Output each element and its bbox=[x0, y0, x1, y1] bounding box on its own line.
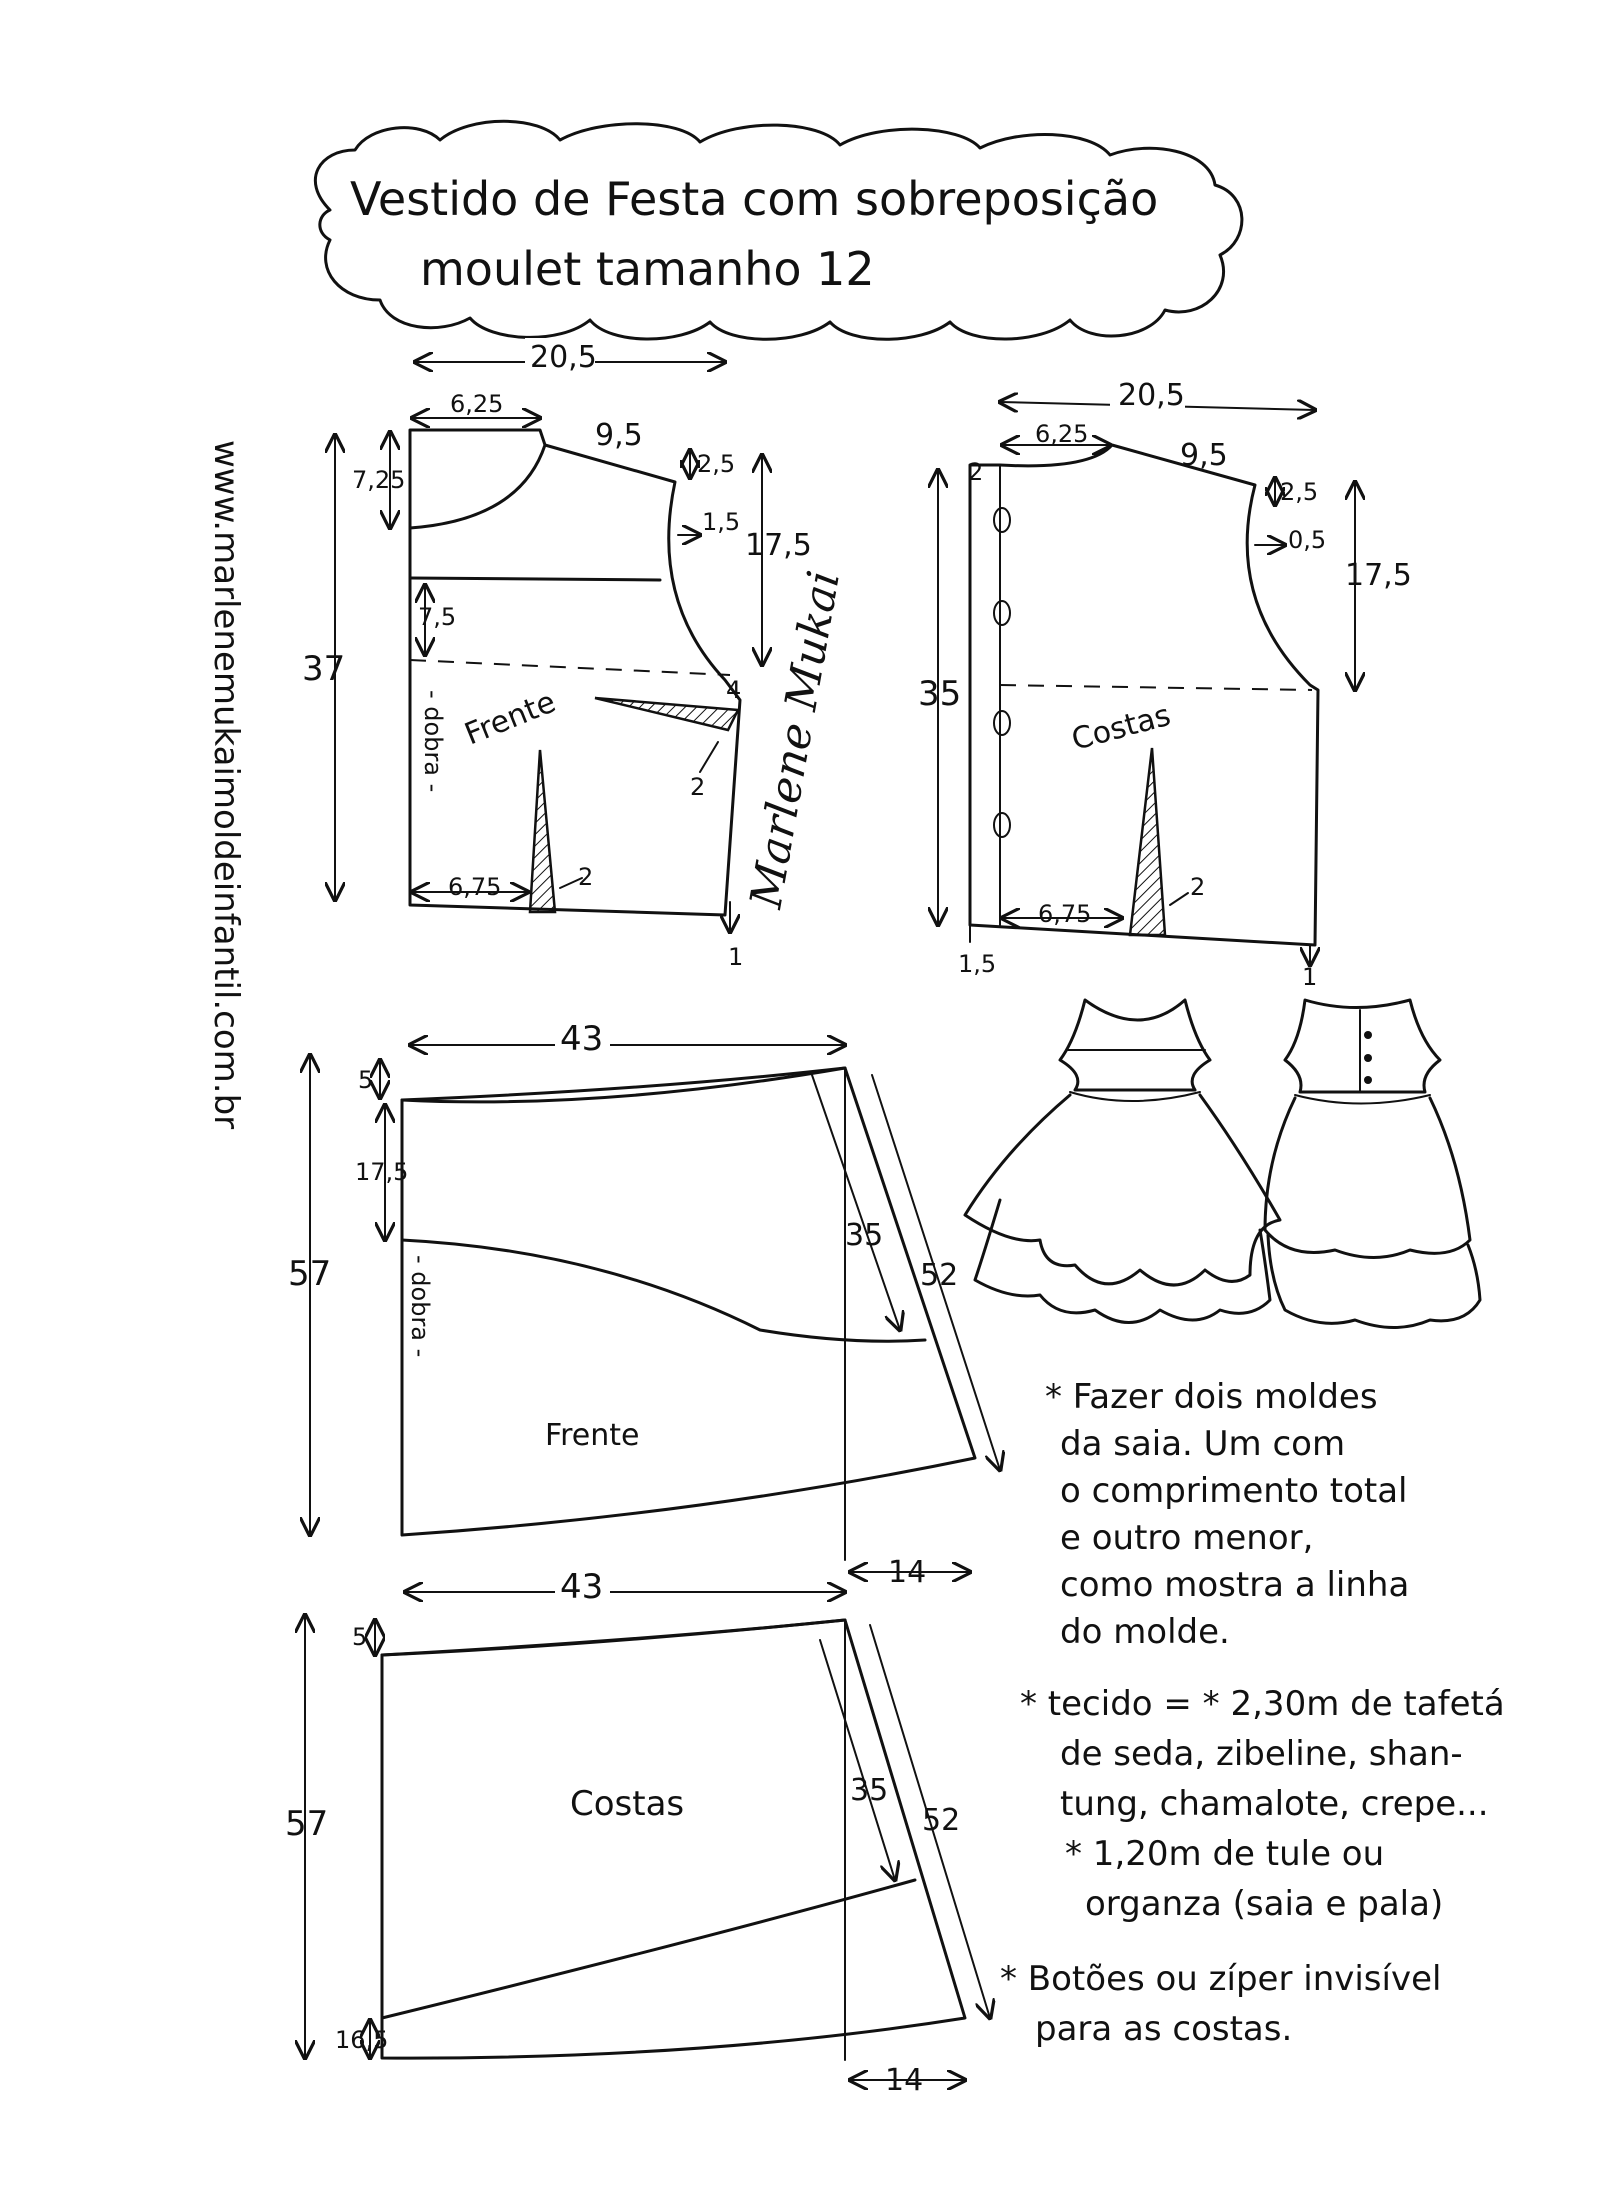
note1-line4: e outro menor, bbox=[1060, 1518, 1313, 1558]
back-dart-width-label: 2 bbox=[1190, 873, 1205, 901]
note1-line3: o comprimento total bbox=[1060, 1471, 1408, 1511]
skirt-front-outline bbox=[400, 1066, 977, 1537]
bodice-front-side-dart bbox=[594, 696, 740, 732]
button-2 bbox=[993, 600, 1011, 626]
title-cloud: Vestido de Festa com sobreposição moulet… bbox=[313, 119, 1244, 341]
back-dart-pos-label: 6,75 bbox=[1038, 900, 1091, 928]
back-button-dot-1 bbox=[1364, 1031, 1372, 1039]
front-hem-drop-label: 1 bbox=[728, 943, 743, 971]
back-width-label: 20,5 bbox=[1118, 378, 1185, 413]
notes-block: * Fazer dois moldes da saia. Um com o co… bbox=[1000, 1377, 1505, 2049]
bodice-front-waist-dart bbox=[528, 749, 557, 914]
front-shoulder-drop-label: 2,5 bbox=[697, 450, 735, 478]
bodice-back-label: Costas bbox=[1068, 698, 1174, 758]
front-yoke-label: 7,5 bbox=[418, 603, 456, 631]
back-shoulder-offset-label: 6,25 bbox=[1035, 420, 1088, 448]
title-line2: moulet tamanho 12 bbox=[420, 242, 875, 296]
dress-illustration-back bbox=[1263, 998, 1482, 1329]
skirt-front-width-label: 43 bbox=[560, 1019, 603, 1059]
skirt-back-overlay-hem bbox=[380, 1878, 917, 2020]
website-url: www.marlenemukaimoldeinfantil.com.br bbox=[206, 440, 246, 1129]
skirt-front-flare-label: 14 bbox=[888, 1555, 926, 1590]
back-hem-drop-label: 1 bbox=[1302, 963, 1317, 991]
skirt-front-overlay-hem bbox=[400, 1238, 927, 1343]
skirt-front-side-short-label: 35 bbox=[845, 1218, 883, 1253]
skirt-back-flare-label: 14 bbox=[885, 2063, 923, 2098]
front-dart-width-label: 2 bbox=[578, 863, 593, 891]
bodice-back-outline bbox=[968, 443, 1320, 947]
bodice-front-pattern: 20,5 6,25 9,5 7,25 2,5 1,5 17,5 7,5 37 4… bbox=[302, 338, 812, 971]
bodice-front-waist-line bbox=[409, 659, 731, 676]
front-side-in-label: 4 bbox=[726, 676, 741, 704]
title-line1: Vestido de Festa com sobreposição bbox=[350, 172, 1158, 226]
signature: Marlene Mukai bbox=[740, 567, 850, 913]
skirt-front-overlay-label: 17,5 bbox=[355, 1158, 408, 1186]
bodice-front-fold-label: - dobra - bbox=[419, 690, 447, 792]
back-button-dot-3 bbox=[1364, 1076, 1372, 1084]
back-shoulder-drop-label: 2,5 bbox=[1280, 478, 1318, 506]
back-button-ext-label: 1,5 bbox=[958, 950, 996, 978]
note2-line1: * tecido = * 2,30m de tafetá bbox=[1020, 1684, 1505, 1724]
skirt-back-top-label: 5 bbox=[352, 1623, 367, 1651]
front-shoulder-label: 9,5 bbox=[595, 418, 643, 453]
front-dart-side-label: 2 bbox=[690, 773, 705, 801]
skirt-front-length-label: 57 bbox=[288, 1254, 331, 1294]
back-button-dot-2 bbox=[1364, 1054, 1372, 1062]
skirt-front-label: Frente bbox=[545, 1418, 639, 1453]
skirt-back-length-label: 57 bbox=[285, 1804, 328, 1844]
button-1 bbox=[993, 507, 1011, 533]
bodice-front-outline bbox=[408, 428, 742, 917]
skirt-front-waistline bbox=[400, 1066, 847, 1102]
skirt-front-side-long-label: 52 bbox=[920, 1258, 958, 1293]
note2-line4: * 1,20m de tule ou bbox=[1065, 1834, 1384, 1874]
front-dart-pos-label: 6,75 bbox=[448, 873, 501, 901]
front-neck-depth-label: 7,25 bbox=[352, 466, 405, 494]
skirt-front-top-label: 5 bbox=[358, 1066, 373, 1094]
dress-illustration-front bbox=[963, 998, 1282, 1324]
note3-line2: para as costas. bbox=[1035, 2009, 1292, 2049]
back-shoulder-label: 9,5 bbox=[1180, 438, 1228, 473]
bodice-front-yoke-line bbox=[408, 576, 662, 582]
skirt-back-side-long-label: 52 bbox=[922, 1803, 960, 1838]
bodice-front-neckline bbox=[408, 443, 547, 530]
bodice-back-pattern: 20,5 6,25 9,5 2 2,5 0,5 17,5 35 Costas 6… bbox=[918, 378, 1412, 991]
note1-line1: * Fazer dois moldes bbox=[1045, 1377, 1378, 1417]
back-armhole-offset-label: 0,5 bbox=[1288, 526, 1326, 554]
back-armhole-depth-label: 17,5 bbox=[1345, 558, 1412, 593]
skirt-back-hem-diff-label: 16,5 bbox=[335, 2026, 388, 2054]
bodice-back-waist-dart bbox=[1128, 747, 1167, 937]
bodice-front-label: Frente bbox=[460, 685, 561, 753]
skirt-front-fold-label: - dobra - bbox=[406, 1255, 434, 1357]
front-armhole-depth-label: 17,5 bbox=[745, 528, 812, 563]
skirt-front-pattern: 43 5 17,5 57 35 52 Frente - dobra - 14 bbox=[288, 1019, 1000, 1590]
front-width-label: 20,5 bbox=[530, 340, 597, 375]
note2-line5: organza (saia e pala) bbox=[1085, 1884, 1443, 1924]
back-length-label: 35 bbox=[918, 674, 961, 714]
front-length-label: 37 bbox=[302, 649, 345, 689]
skirt-back-label: Costas bbox=[570, 1784, 684, 1824]
button-4 bbox=[993, 812, 1011, 838]
note2-line3: tung, chamalote, crepe... bbox=[1060, 1784, 1489, 1824]
front-armhole-offset-label: 1,5 bbox=[702, 508, 740, 536]
bodice-back-waist-line bbox=[999, 684, 1313, 691]
note1-line5: como mostra a linha bbox=[1060, 1565, 1409, 1605]
skirt-back-outline bbox=[380, 1618, 967, 2060]
skirt-back-pattern: 43 5 57 35 52 Costas 16,5 14 bbox=[285, 1567, 990, 2098]
note3-line1: * Botões ou zíper invisível bbox=[1000, 1959, 1441, 1999]
note1-line2: da saia. Um com bbox=[1060, 1424, 1345, 1464]
back-neck-depth-label: 2 bbox=[968, 458, 983, 486]
front-shoulder-offset-label: 6,25 bbox=[450, 390, 503, 418]
note1-line6: do molde. bbox=[1060, 1612, 1230, 1652]
skirt-back-width-label: 43 bbox=[560, 1567, 603, 1607]
skirt-back-side-short-label: 35 bbox=[850, 1773, 888, 1808]
button-3 bbox=[993, 710, 1011, 736]
note2-line2: de seda, zibeline, shan- bbox=[1060, 1734, 1463, 1774]
skirt-back-waistline bbox=[380, 1618, 847, 1657]
